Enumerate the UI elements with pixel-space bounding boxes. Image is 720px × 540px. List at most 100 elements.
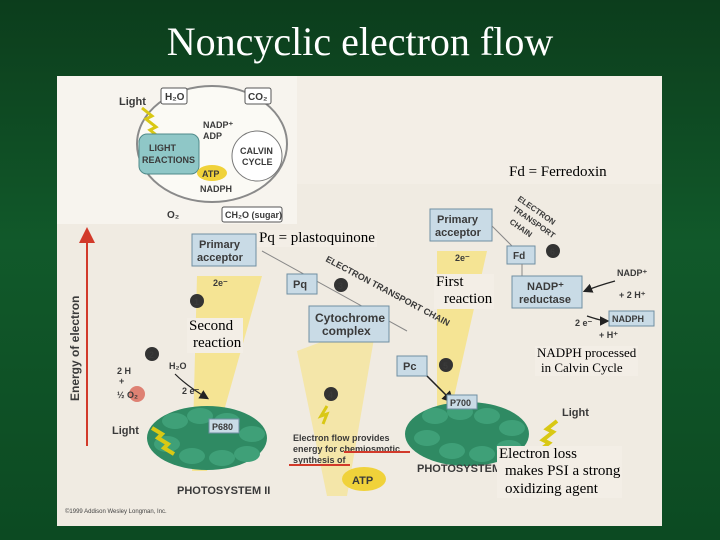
inset-co2-label: CO₂ xyxy=(248,92,267,103)
inset-h2o-box xyxy=(160,87,188,105)
light-bolt-right-icon xyxy=(537,419,559,453)
fd-label: Fd xyxy=(513,251,525,262)
half-o2-label: ½ O₂ xyxy=(117,390,138,400)
nadp-reductase-label-1: NADP⁺ xyxy=(527,281,564,293)
pq-box xyxy=(286,273,318,295)
step-6-label: 6 xyxy=(550,247,555,257)
cytochrome-complex-box xyxy=(308,305,390,343)
nadp-plus-label: NADP⁺ xyxy=(617,268,648,278)
nadph-line-2: in Calvin Cycle xyxy=(541,359,623,375)
water-electron-arrow xyxy=(174,373,210,400)
atp-bolt-icon xyxy=(317,405,330,425)
atp-label: ATP xyxy=(352,475,373,487)
step-6-marker xyxy=(546,244,560,258)
electron-loss-line-3: oxidizing agent xyxy=(505,480,598,497)
light-right-label: Light xyxy=(562,407,589,419)
second-reaction-line-2: reaction xyxy=(193,335,242,352)
nadph-label: NADPH xyxy=(612,314,644,324)
pc-label: Pc xyxy=(403,361,416,373)
flow-text-1: Electron flow provides xyxy=(293,433,390,443)
inset-adp-label: ADP xyxy=(203,131,222,141)
second-reaction-annotation: Second reaction xyxy=(187,318,244,353)
inset-co2-box xyxy=(244,87,272,105)
step-4-marker xyxy=(324,387,338,401)
photosystem-i-label: PHOTOSYSTEM I xyxy=(417,463,507,475)
step-2-label: 2 xyxy=(149,350,154,360)
nadph-out-arrow xyxy=(586,315,610,326)
p700-box xyxy=(446,394,478,410)
two-e-right: 2e⁻ xyxy=(455,253,470,263)
primary-acceptor-right-label-2: acceptor xyxy=(435,227,482,239)
copyright-text: ©1999 Addison Wesley Longman, Inc. xyxy=(65,508,167,515)
two-e-left: 2e⁻ xyxy=(213,278,228,288)
atp-energy-wedge xyxy=(297,321,377,496)
cytochrome-label-2: complex xyxy=(322,324,371,338)
step-2-marker xyxy=(145,347,159,361)
step-1-label: 1 xyxy=(194,297,199,307)
two-e-water-label: 2 e⁻ xyxy=(182,386,200,396)
second-reaction-line-1: Second xyxy=(189,318,234,334)
inset-h2o-label: H₂O xyxy=(165,92,185,103)
inset-atp-label: ATP xyxy=(202,169,219,179)
plus-h-label: + H⁺ xyxy=(599,330,618,340)
pq-annotation: Pq = plastoquinone xyxy=(257,230,377,248)
inset-atp-oval xyxy=(197,165,227,181)
inset-nadph-label: NADPH xyxy=(200,184,232,194)
calvin-cycle-label-2: CYCLE xyxy=(242,157,273,167)
p680-box xyxy=(208,418,240,434)
two-h-plus-label: 2 H xyxy=(117,366,131,376)
inset-sugar-label: CH₂O (sugar) xyxy=(225,210,282,220)
primary-acceptor-right-label-1: Primary xyxy=(437,214,479,226)
calvin-cycle-circle xyxy=(231,130,283,182)
step-1-marker xyxy=(190,294,204,308)
primary-acceptor-left-label-1: Primary xyxy=(199,239,241,251)
inset-nadp-label: NADP⁺ xyxy=(203,120,234,130)
slide-title: Noncyclic electron flow xyxy=(166,19,554,64)
energy-axis-label: Energy of electron xyxy=(68,296,82,401)
nadp-reductase-box xyxy=(511,275,583,309)
first-reaction-annotation: First reaction xyxy=(434,274,495,309)
first-reaction-line-1: First xyxy=(436,274,464,290)
nadp-reductase-label-2: reductase xyxy=(519,294,571,306)
p700-label: P700 xyxy=(450,398,471,408)
step-3-label: 3 xyxy=(338,281,343,291)
primary-acceptor-right-box xyxy=(429,208,493,242)
step-3-marker xyxy=(334,278,348,292)
plus-sign-label: + xyxy=(119,376,124,386)
inset-light-label: Light xyxy=(119,96,146,108)
inset-overview: Light H₂O CO₂ LIGHT REACTIONS CALVIN CYC… xyxy=(57,76,297,224)
primary-acceptor-left-label-2: acceptor xyxy=(197,252,244,264)
pc-box xyxy=(396,355,428,377)
light-left-label: Light xyxy=(112,425,139,437)
light-reactions-label-2: REACTIONS xyxy=(142,155,195,165)
electron-loss-line-1: Electron loss xyxy=(499,446,577,462)
photosystem-ii-label: PHOTOSYSTEM II xyxy=(177,485,270,497)
inset-o2-label: O₂ xyxy=(167,210,179,221)
plus-2h-label: + 2 H⁺ xyxy=(619,290,646,300)
light-bolt-left-icon xyxy=(150,426,176,456)
flow-text-3: synthesis of xyxy=(293,455,347,465)
atp-oval xyxy=(342,467,386,491)
primary-acceptor-left-box xyxy=(191,233,257,267)
light-reactions-box xyxy=(138,133,200,175)
acceptor-to-fd-line xyxy=(491,225,513,247)
flow-text-2: energy for chemiosmotic xyxy=(293,444,400,454)
p680-label: P680 xyxy=(212,422,233,432)
two-e-nadp: 2 e⁻ xyxy=(575,318,593,328)
electron-loss-annotation: Electron loss makes PSI a strong oxidizi… xyxy=(497,446,623,498)
pq-label: Pq xyxy=(293,279,307,291)
calvin-cycle-label-1: CALVIN xyxy=(240,146,273,156)
diagram-panel: Light H₂O CO₂ LIGHT REACTIONS CALVIN CYC… xyxy=(57,76,662,526)
fd-annotation: Fd = Ferredoxin xyxy=(507,164,609,182)
first-reaction-line-2: reaction xyxy=(444,291,493,308)
step-4-label: 4 xyxy=(328,390,333,400)
step-5-marker xyxy=(439,358,453,372)
fd-box xyxy=(506,245,536,265)
h2o-label: H₂O xyxy=(169,361,187,371)
step-5-label: 5 xyxy=(443,361,448,371)
inset-sugar-box xyxy=(221,206,283,223)
light-reactions-label-1: LIGHT xyxy=(149,143,176,153)
nadp-in-arrow xyxy=(582,280,616,293)
cytochrome-label-1: Cytochrome xyxy=(315,311,385,325)
nadph-box xyxy=(608,310,655,327)
